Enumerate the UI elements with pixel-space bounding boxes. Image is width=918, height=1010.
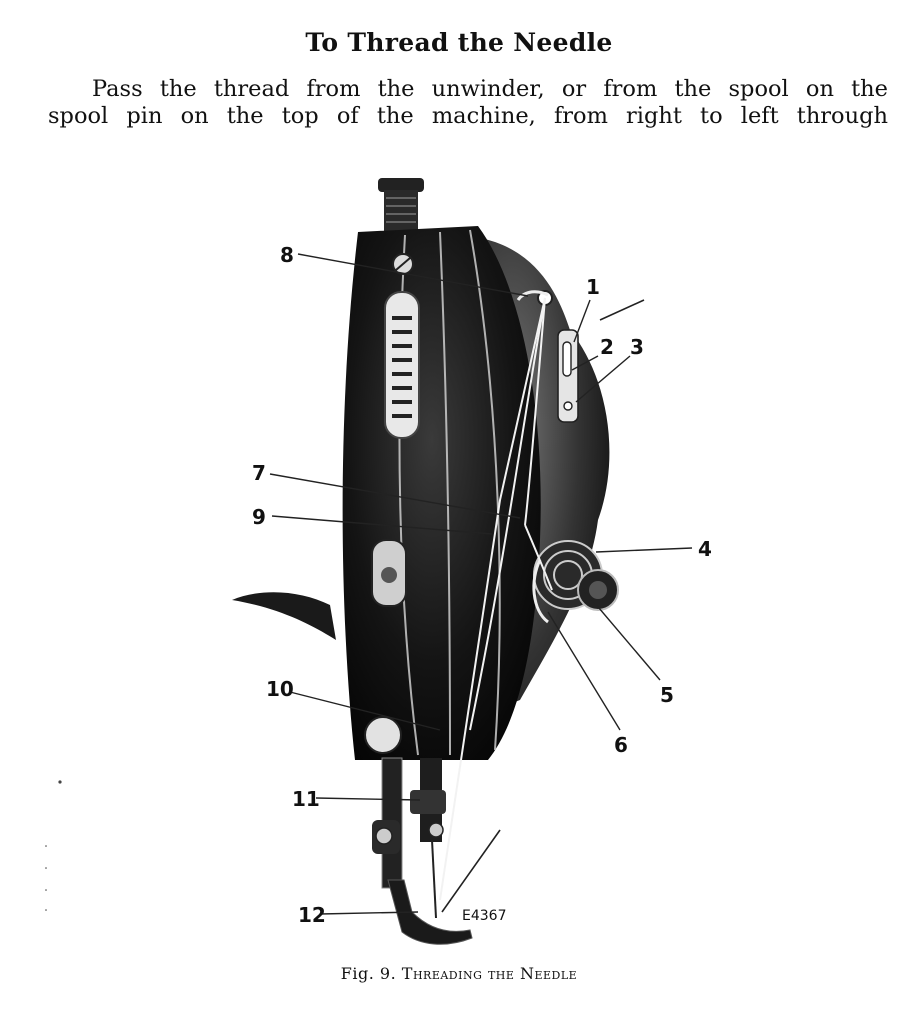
callout-7: 7 (252, 461, 266, 485)
presser-lifter-lever (232, 592, 336, 640)
callout-9: 9 (252, 505, 266, 529)
top-screw (392, 253, 414, 275)
paragraph-line-2: spool pin on the top of the machine, fro… (48, 103, 888, 129)
instruction-paragraph: Pass the thread from the unwinder, or fr… (48, 76, 888, 130)
callout-6: 6 (614, 733, 628, 757)
callout-2: 2 (600, 335, 614, 359)
caption-prefix: Fig. 9. (340, 964, 397, 983)
callout-12: 12 (298, 903, 326, 927)
face-plate-window (371, 539, 407, 607)
machine-head-body (342, 226, 541, 760)
caption-title: Threading the Needle (401, 964, 578, 983)
callout-1: 1 (586, 275, 600, 299)
callout-4: 4 (698, 537, 712, 561)
section-heading: To Thread the Needle (305, 28, 613, 57)
callout-11: 11 (292, 787, 320, 811)
callout-5: 5 (660, 683, 674, 707)
stitch-regulator-knob (378, 178, 424, 232)
figure-caption: Fig. 9. Threading the Needle (0, 964, 918, 983)
take-up-lever-slot (384, 291, 420, 439)
callout-10: 10 (266, 677, 294, 701)
callout-8: 8 (280, 243, 294, 267)
thread-path (439, 297, 553, 901)
paragraph-line-1: Pass the thread from the unwinder, or fr… (92, 76, 888, 102)
needle-bar-assembly (372, 757, 446, 889)
figure-code: E4367 (462, 908, 506, 924)
presser-foot (387, 879, 473, 945)
check-spring (532, 559, 549, 624)
bottom-knob (364, 716, 402, 754)
tension-plate (557, 329, 579, 423)
callout-3: 3 (630, 335, 644, 359)
needle (431, 839, 437, 919)
